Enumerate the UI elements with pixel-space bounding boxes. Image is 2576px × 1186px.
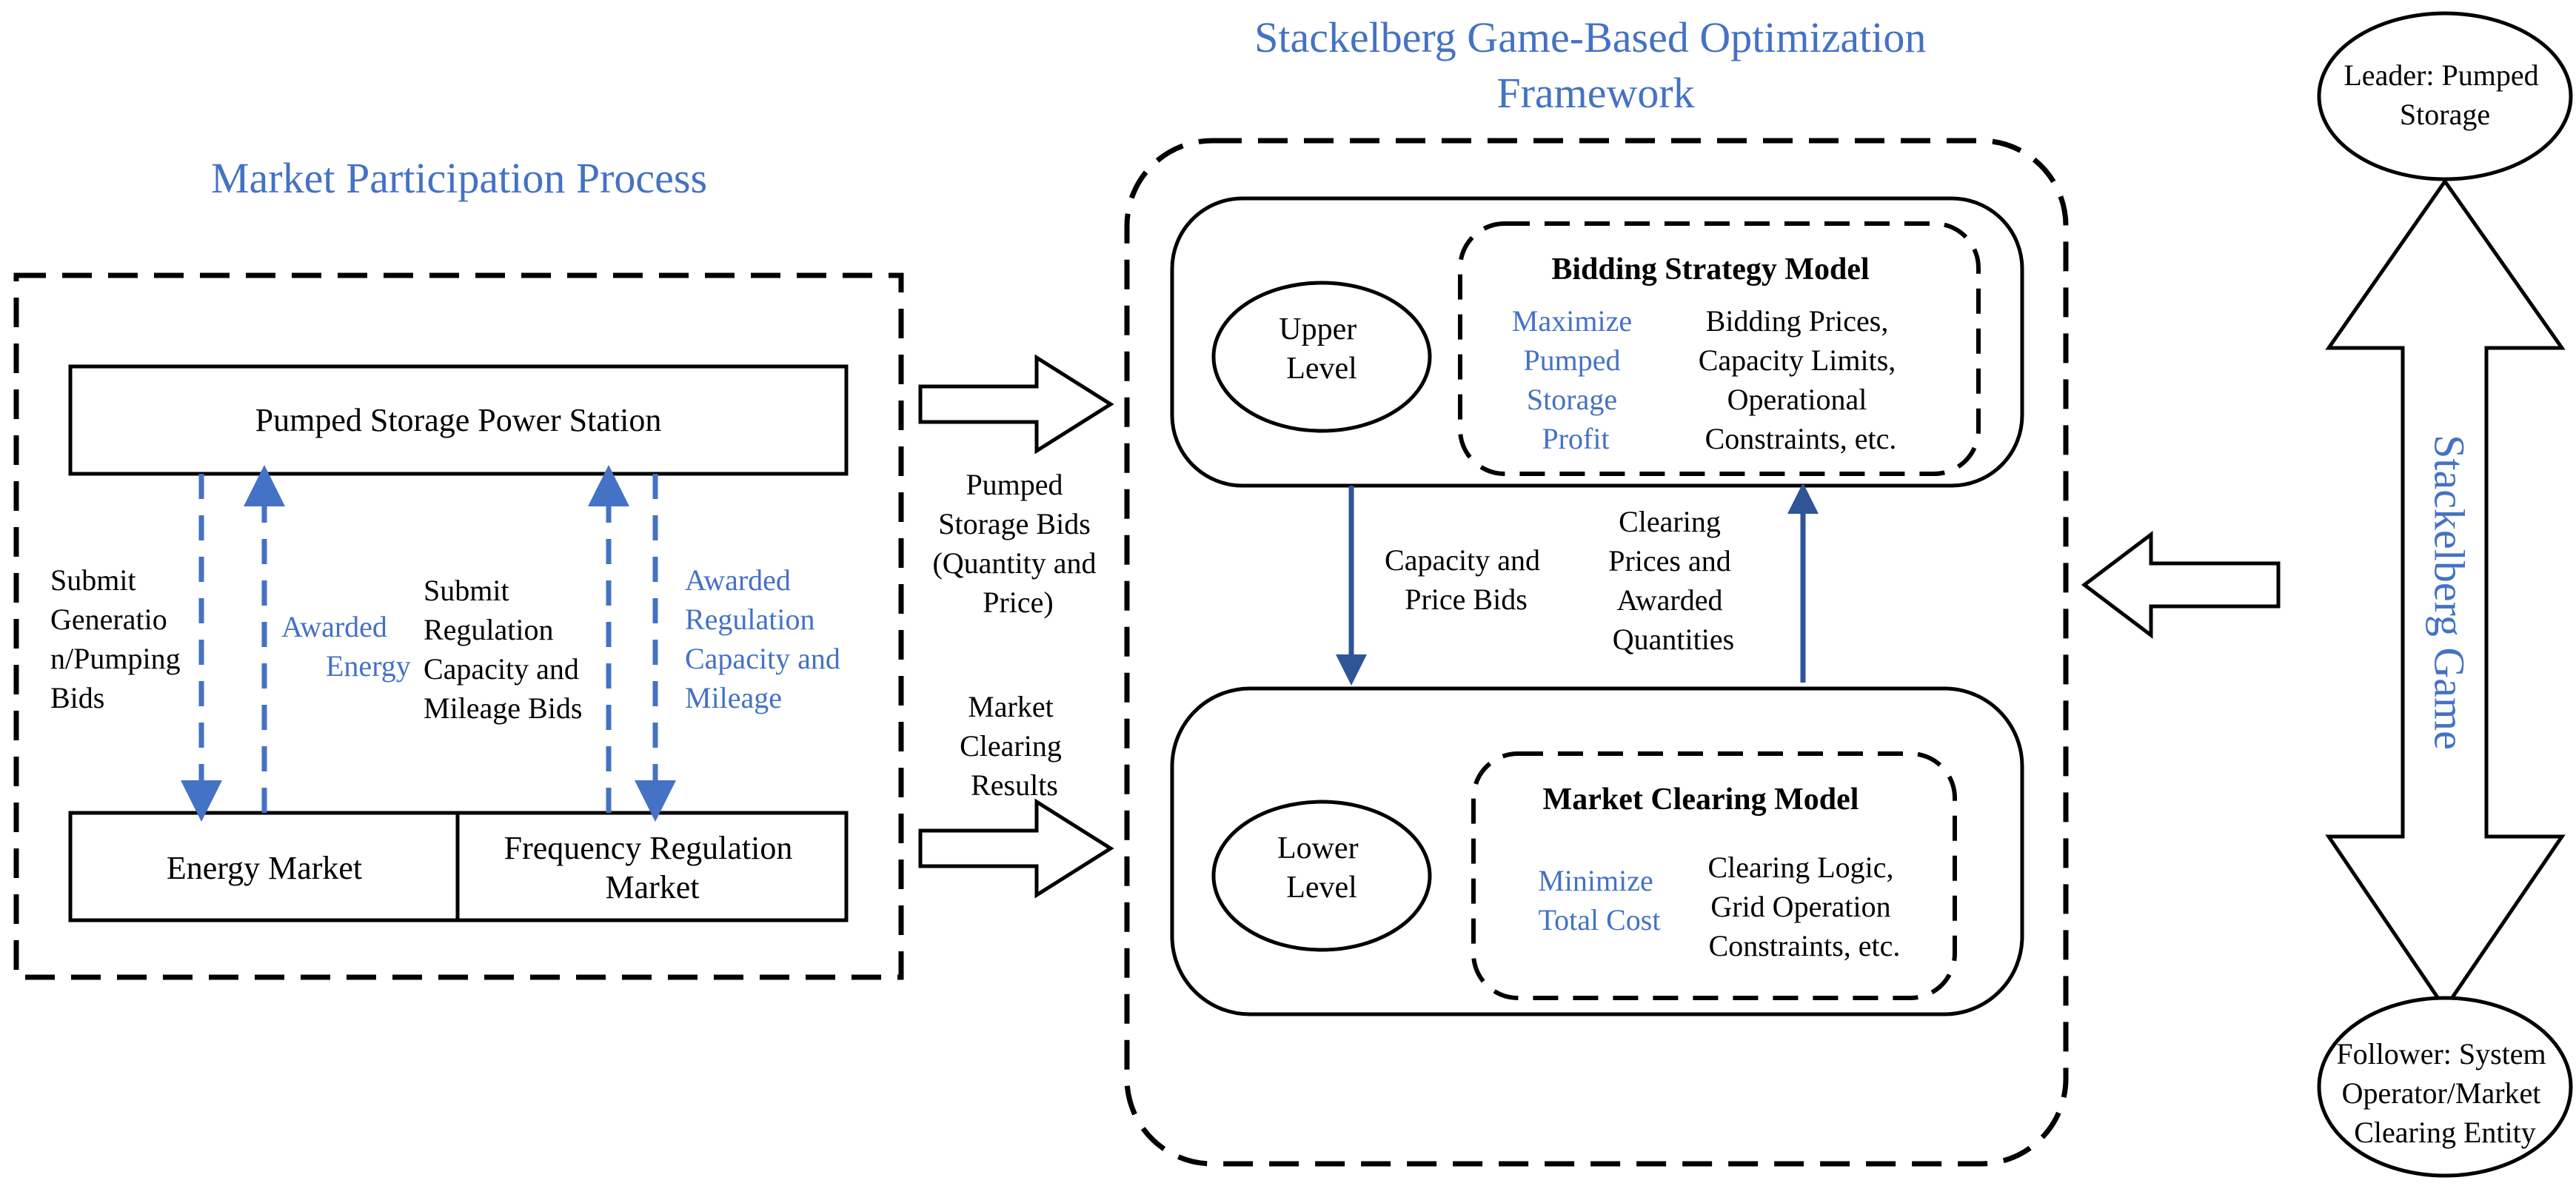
bids-label: Pumped Storage Bids (Quantity and Price) [932,468,1103,619]
results-hollow-arrow [918,798,1114,899]
submit-gen-line: Generatio [50,603,167,636]
follower-line: Follower: System [2336,1037,2546,1071]
bidding-details-line: Constraints, etc. [1705,422,1897,455]
bidding-objective: Maximize Pumped Storage Profit [1512,304,1639,455]
clearing-prices-line: Awarded [1617,583,1723,617]
clearing-details: Clearing Logic, Grid Operation Constrain… [1707,851,1901,962]
awarded-reg-line: Capacity and [685,642,840,675]
results-label-line: Market [968,690,1054,723]
bidding-strategy-model-title: Bidding Strategy Model [1551,252,1869,287]
clearing-prices-line: Quantities [1613,623,1734,656]
clearing-details-line: Grid Operation [1710,890,1890,923]
freq-market-line: Frequency Regulation [504,830,793,866]
bidding-details-line: Capacity Limits, [1699,344,1896,377]
follower-label: Follower: System Operator/Market Clearin… [2336,1037,2553,1149]
results-label-line: Results [971,768,1058,802]
awarded-reg-line: Regulation [685,603,815,636]
framework-title-line: Framework [1496,69,1694,117]
submit-reg-line: Mileage Bids [424,691,582,725]
clearing-prices-line: Clearing [1619,505,1721,538]
clearing-prices-line: Prices and [1608,544,1731,577]
submit-reg-line: Capacity and [424,652,579,686]
submit-reg-line: Submit [424,574,509,607]
results-label-line: Clearing [960,729,1062,763]
game-to-framework-hollow-arrow [2081,530,2281,640]
frequency-regulation-market-label: Frequency Regulation Market [504,830,801,905]
submit-gen-line: n/Pumping [50,642,181,675]
energy-market-box [68,811,460,922]
clearing-details-line: Constraints, etc. [1709,929,1901,962]
follower-line: Clearing Entity [2354,1116,2536,1149]
bidding-objective-line: Maximize [1512,304,1632,338]
capacity-price-line: Price Bids [1405,583,1528,616]
bidding-objective-line: Profit [1542,422,1609,455]
clearing-prices-label: Clearing Prices and Awarded Quantities [1608,505,1739,656]
market-clearing-model-box [1471,751,1957,1000]
bidding-details-line: Bidding Prices, [1706,304,1889,338]
leader-line: Storage [2400,98,2490,131]
energy-market-label: Energy Market [167,850,362,886]
upper-level-line: Level [1286,352,1357,386]
awarded-energy-label: Awarded Energy [281,610,411,683]
bidding-objective-line: Pumped [1523,344,1620,377]
leader-label: Leader: Pumped Storage [2344,58,2546,131]
framework-title: Stackelberg Game-Based Optimization Fram… [1254,13,1937,117]
pumped-storage-station-label: Pumped Storage Power Station [255,402,662,438]
market-participation-container [13,272,904,980]
lower-level-label: Lower Level [1277,831,1366,905]
bidding-strategy-model-box [1458,221,1981,476]
stackelberg-game-label: Stackelberg Game [2426,435,2474,750]
submit-reg-line: Regulation [424,613,554,646]
bids-label-line: (Quantity and [932,546,1096,580]
submit-gen-line: Submit [50,563,136,597]
lower-level-ellipse [1211,800,1432,952]
awarded-reg-line: Mileage [685,681,782,714]
bids-label-line: Storage Bids [938,507,1091,540]
bids-label-line: Pumped [966,468,1063,501]
market-clearing-model-title: Market Clearing Model [1543,783,1859,817]
freq-market-line: Market [605,869,699,905]
submit-gen-bids-label: Submit Generatio n/Pumping Bids [50,563,188,714]
bids-label-line: Price) [983,586,1054,619]
pumped-storage-station-box [68,364,849,476]
bids-hollow-arrow [918,354,1114,455]
left-panel-title: Market Participation Process [211,154,707,202]
awarded-energy-line: Energy [326,649,411,683]
lower-level-line: Level [1286,871,1357,905]
leader-line: Leader: Pumped [2344,58,2538,92]
awarded-regulation-label: Awarded Regulation Capacity and Mileage [685,563,848,714]
bidding-details: Bidding Prices, Capacity Limits, Operati… [1699,304,1904,455]
upper-level-line: Upper [1279,312,1356,346]
framework-title-line: Stackelberg Game-Based Optimization [1254,13,1926,61]
framework-container [1124,138,2069,1167]
clearing-objective-line: Minimize [1538,864,1653,897]
submit-regulation-label: Submit Regulation Capacity and Mileage B… [424,574,586,725]
clearing-details-line: Clearing Logic, [1707,851,1893,884]
capacity-price-line: Capacity and [1385,543,1540,577]
capacity-price-bids-label: Capacity and Price Bids [1385,543,1548,616]
clearing-objective-line: Total Cost [1539,903,1661,937]
bidding-details-line: Operational [1727,383,1867,416]
bidding-objective-line: Storage [1527,383,1617,416]
clearing-objective: Minimize Total Cost [1538,864,1661,937]
submit-gen-line: Bids [50,681,104,714]
results-label: Market Clearing Results [960,690,1069,802]
awarded-reg-line: Awarded [685,563,791,597]
follower-ellipse [2317,996,2573,1178]
follower-line: Operator/Market [2342,1076,2541,1110]
upper-level-ellipse [1211,281,1432,433]
leader-ellipse [2317,11,2573,181]
lower-level-line: Lower [1277,831,1359,865]
upper-level-label: Upper Level [1279,312,1364,386]
awarded-energy-line: Awarded [281,610,387,643]
